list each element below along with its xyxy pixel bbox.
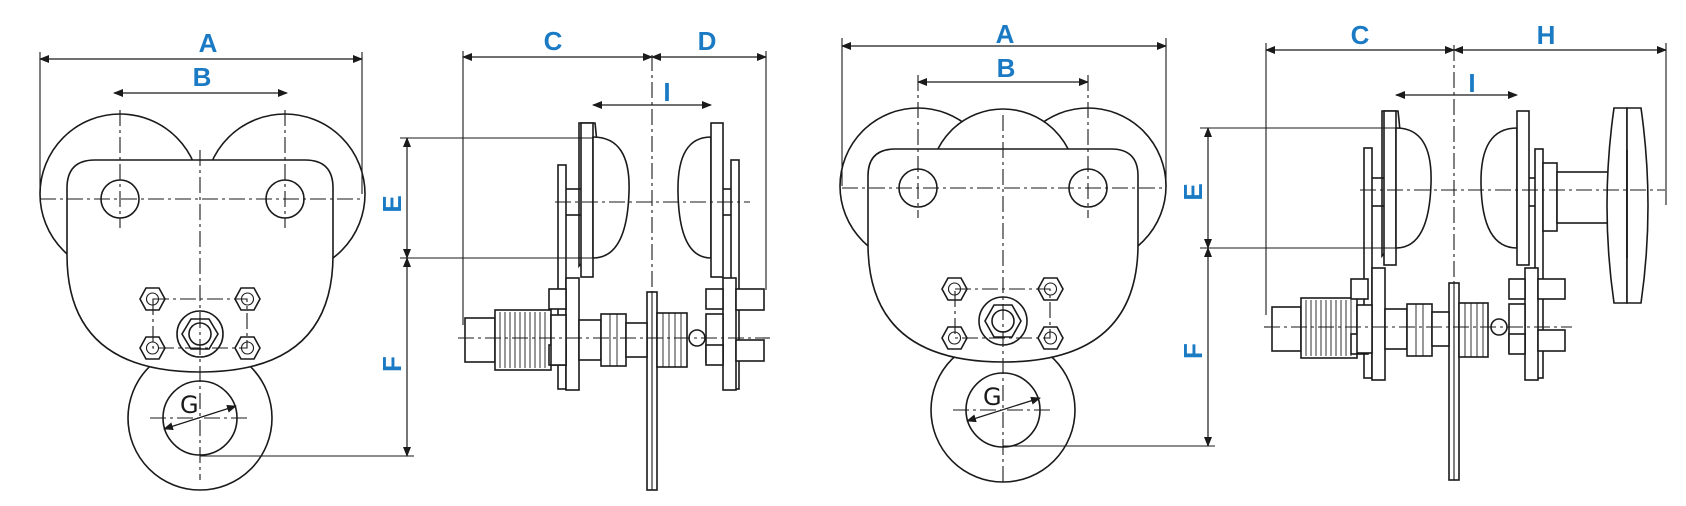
- dim-E-label: E: [377, 195, 407, 212]
- side-view-1: C D I E F: [200, 26, 770, 491]
- dim-A-label: A: [996, 19, 1015, 49]
- bolt-nut-icons: [941, 277, 1064, 350]
- thread-lines-2: [1305, 300, 1352, 356]
- bolt-nut-icons: [139, 287, 261, 360]
- dim-E-label: E: [1178, 183, 1208, 200]
- thread-lines-1: [499, 312, 546, 368]
- front-view-1: G A B: [39, 28, 366, 491]
- dim-F-label: F: [377, 356, 407, 372]
- dim-G-label: G: [180, 391, 199, 419]
- dim-I-label: I: [663, 77, 670, 107]
- hand-wheel: [1606, 107, 1628, 304]
- dim-B-label: B: [997, 53, 1016, 83]
- dim-C-label: C: [1351, 20, 1370, 50]
- side-view-2: C H I E F: [1003, 20, 1667, 481]
- front-view-2: G A B: [839, 19, 1167, 483]
- dim-D-label: D: [698, 26, 717, 56]
- dim-F-label: F: [1178, 343, 1208, 359]
- dim-G-label: G: [983, 383, 1002, 411]
- dim-H-label: H: [1537, 20, 1556, 50]
- dim-A-label: A: [199, 28, 218, 58]
- dim-I-label: I: [1468, 68, 1475, 98]
- dim-C-label: C: [544, 26, 563, 56]
- dim-B-label: B: [193, 62, 212, 92]
